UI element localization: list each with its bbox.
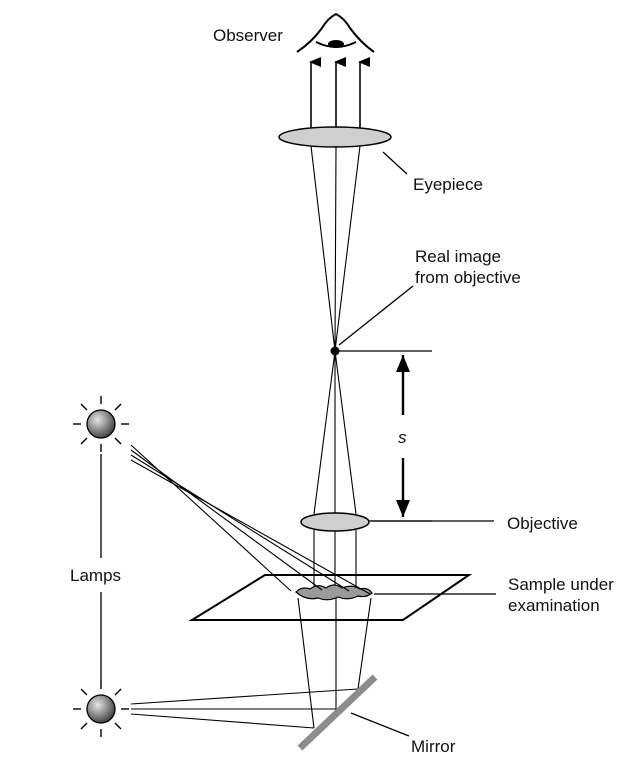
eyepiece-rays	[310, 145, 361, 352]
top-lamp-rays	[130, 444, 371, 595]
objective-label: Objective	[507, 514, 578, 533]
bottom-lamp-rays	[130, 688, 359, 729]
real-image-leader	[338, 285, 414, 346]
mirror-leader	[350, 712, 410, 737]
bottom-lamp-icon	[73, 681, 129, 737]
lamps-label: Lamps	[70, 566, 122, 585]
distance-s-marker	[337, 350, 432, 522]
objective-rays	[313, 350, 357, 515]
top-lamp-icon	[73, 396, 129, 452]
mirror	[297, 674, 378, 751]
real-image-label-line2: from objective	[415, 268, 521, 287]
sample-label-line1: Sample under	[508, 575, 614, 594]
mirror-to-sample-rays	[297, 597, 372, 729]
real-image-label-line1: Real image	[415, 247, 501, 266]
distance-s-label: s	[398, 428, 407, 447]
eyepiece-lens	[278, 126, 392, 148]
observer-eye-icon	[296, 12, 375, 53]
sample-label-line2: examination	[508, 596, 600, 615]
eyepiece-label: Eyepiece	[413, 175, 483, 194]
mirror-label: Mirror	[411, 737, 456, 756]
objective-lens	[300, 512, 370, 532]
sample-to-objective-rays	[313, 530, 357, 590]
sample-specimen	[295, 584, 373, 601]
observer-label: Observer	[213, 26, 283, 45]
observer-arrows	[309, 57, 370, 138]
eyepiece-leader	[382, 151, 408, 175]
